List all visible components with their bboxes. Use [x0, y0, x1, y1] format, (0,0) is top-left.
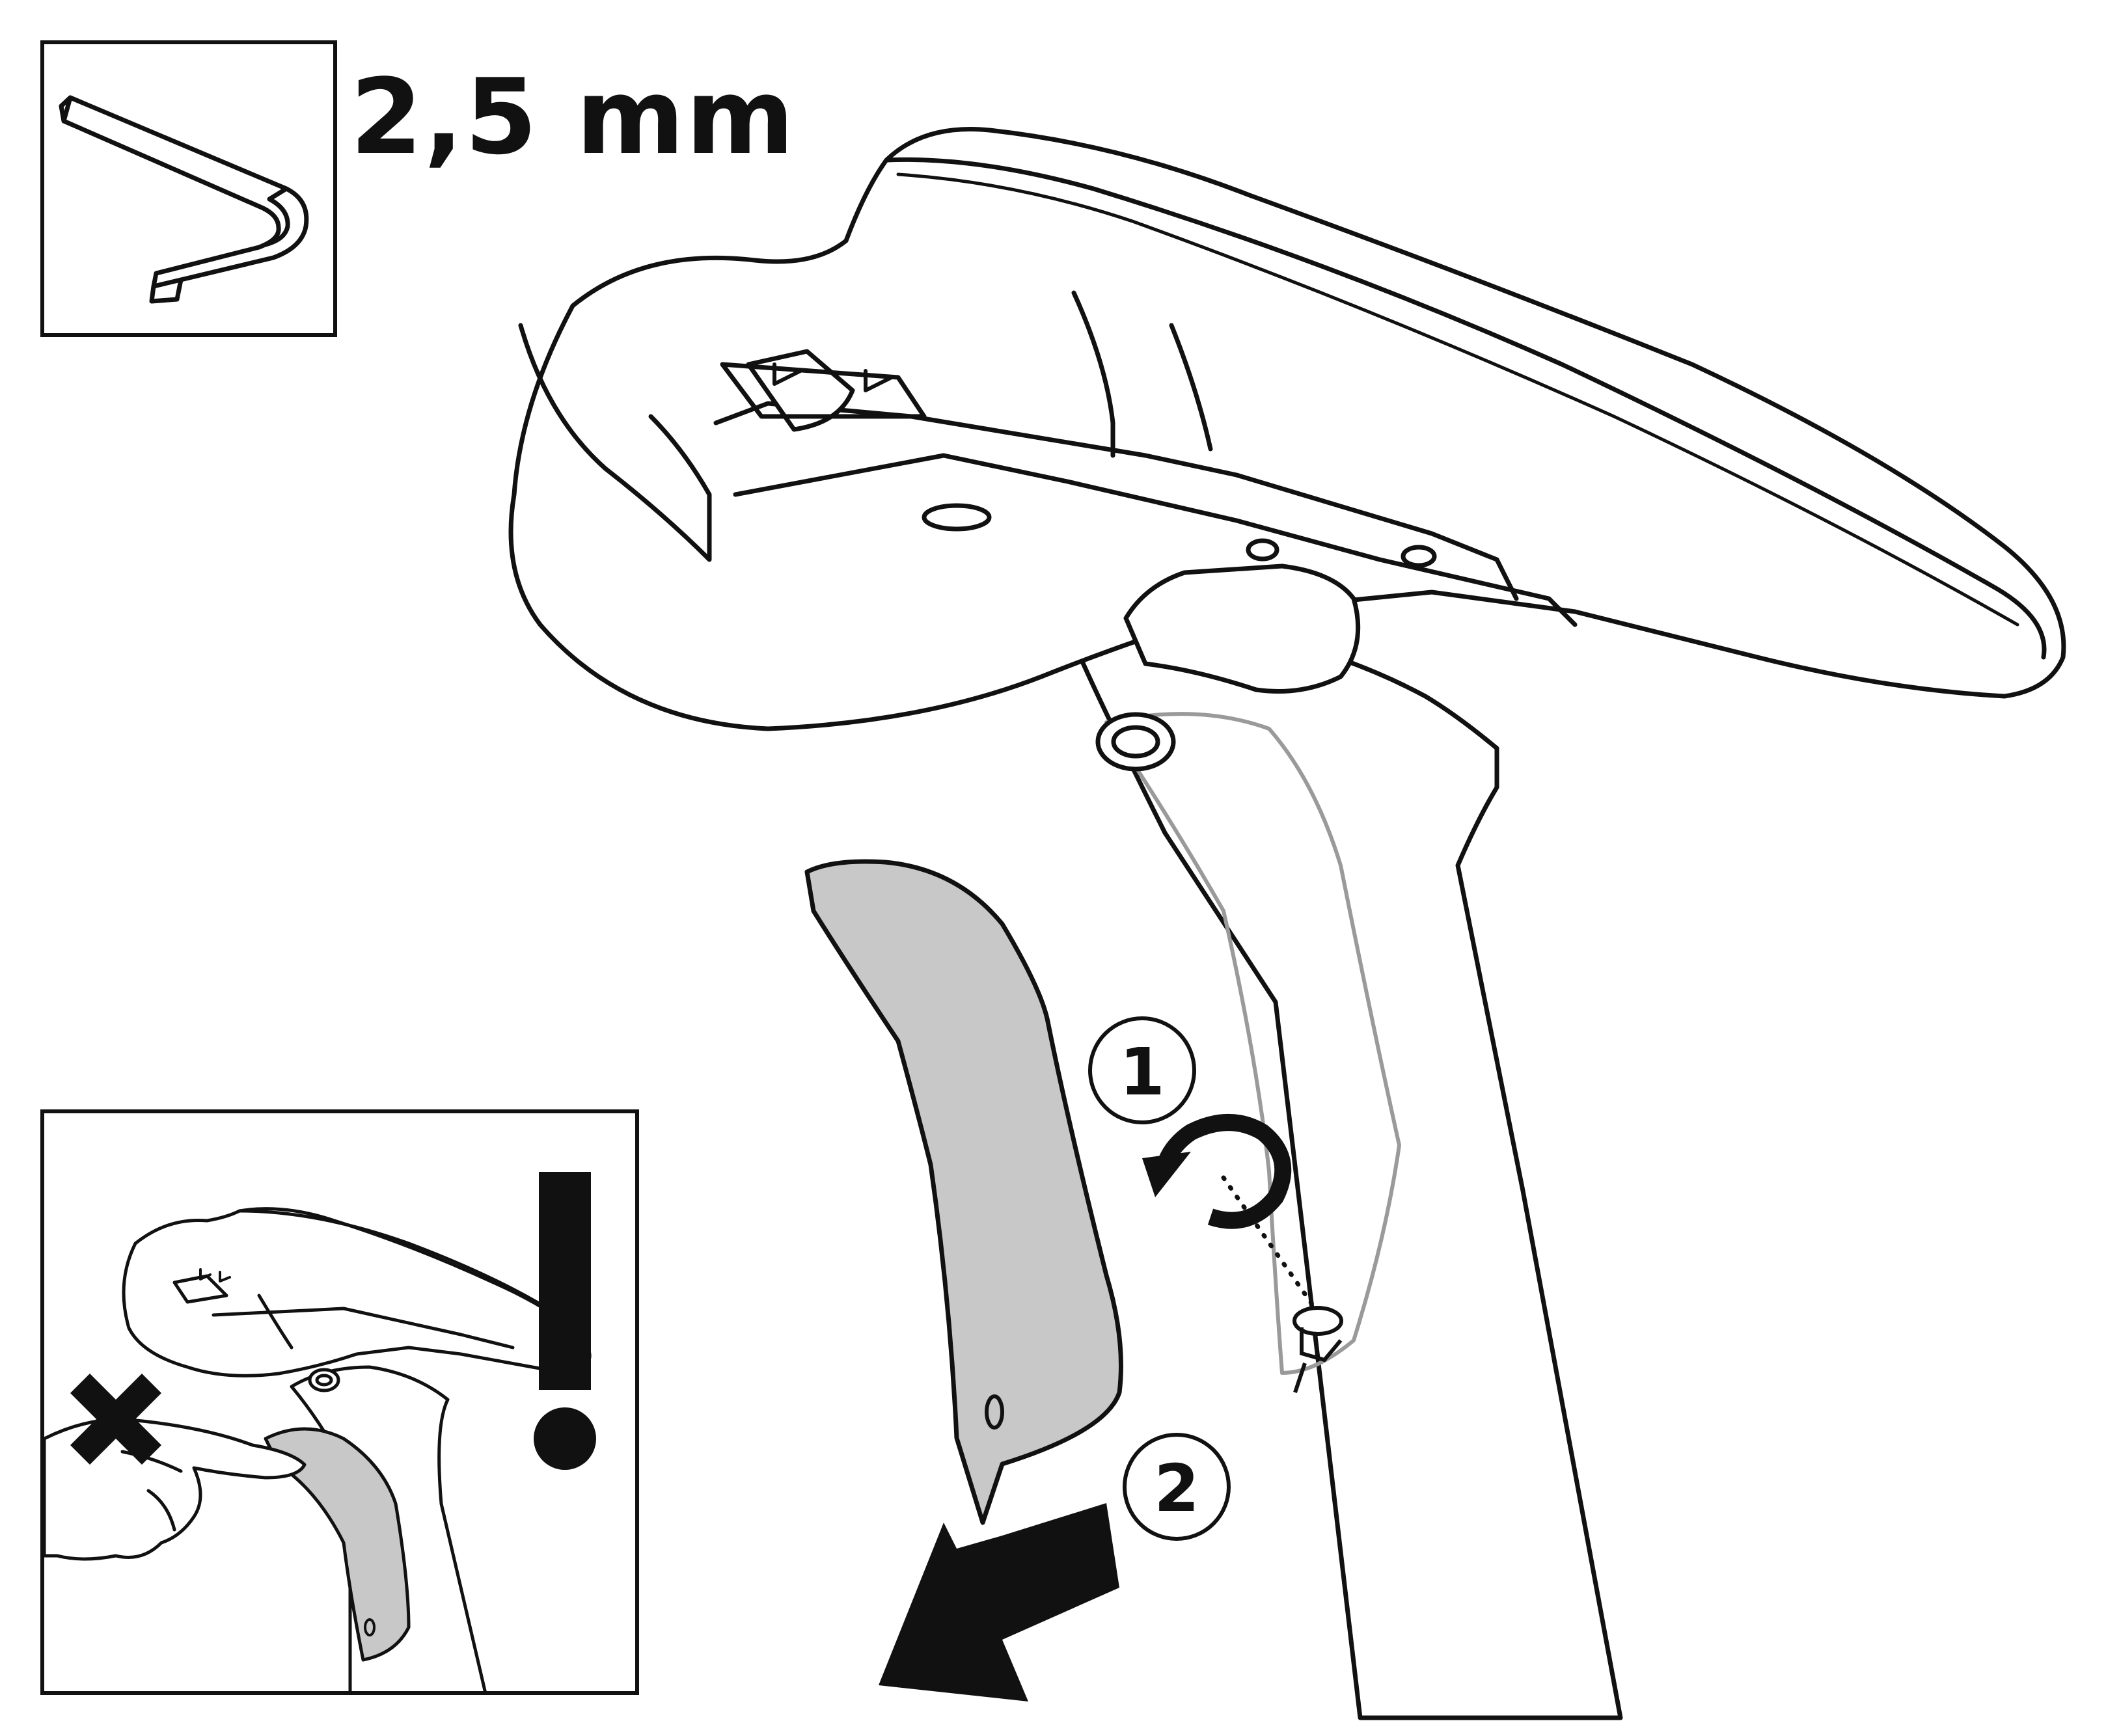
seat-post — [1078, 625, 1623, 1720]
clamp-bolt — [1095, 712, 1176, 772]
step-1-marker: 1 — [1088, 1016, 1196, 1124]
tool-panel — [40, 40, 337, 337]
hex-key-icon — [59, 95, 309, 304]
arrow-down-left-icon — [879, 1503, 1119, 1702]
screw-path-dots — [1221, 1175, 1317, 1310]
cover-screw — [1292, 1306, 1343, 1393]
cover-ghost-outline — [1104, 712, 1401, 1375]
saddle — [508, 126, 2066, 731]
seatpost-cover — [804, 859, 1123, 1525]
step-1-number: 1 — [1119, 1034, 1165, 1110]
warning-inset — [40, 1109, 639, 1695]
tool-size-label: 2,5 mm — [350, 56, 796, 178]
step-2-marker: 2 — [1123, 1433, 1231, 1541]
exclamation-mark-icon — [534, 1172, 596, 1470]
rotate-counterclockwise-arrow-icon — [1156, 1114, 1292, 1229]
step-2-number: 2 — [1154, 1450, 1199, 1526]
cross-mark-icon — [70, 1374, 161, 1465]
inset-illustration — [44, 1172, 596, 1691]
